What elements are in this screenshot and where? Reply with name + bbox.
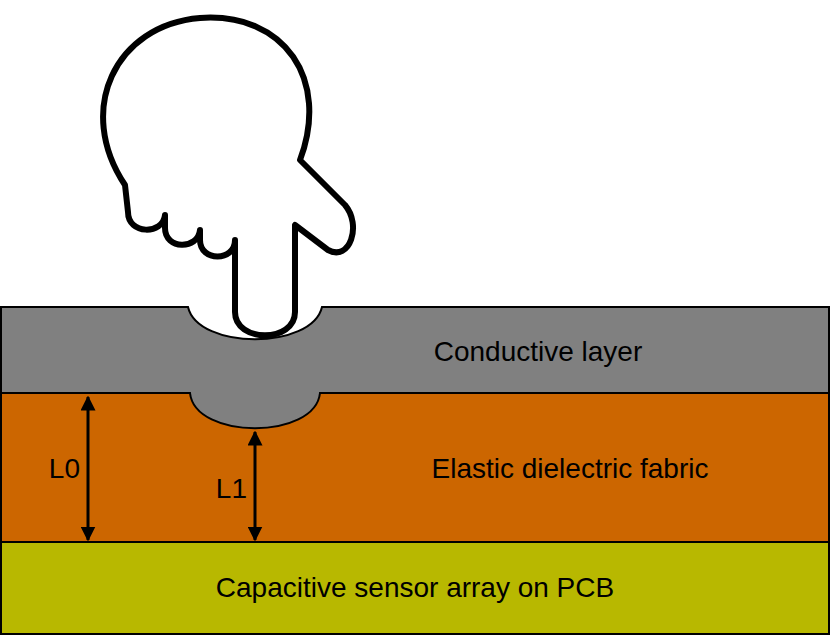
layer-label: Capacitive sensor array on PCB [216,571,614,605]
pointing-hand [103,18,353,336]
thickness-arrow [254,432,257,540]
dimension-label: L0 [49,452,80,486]
layer-label: Conductive layer [434,335,643,369]
dimension-label: L1 [216,472,247,506]
layer-label: Elastic dielectric fabric [432,452,709,486]
dielectric-band [1,393,829,542]
layer-band: Capacitive sensor array on PCB [216,571,614,605]
layer-band: Elastic dielectric fabric [432,452,709,486]
conductive-band [1,307,829,428]
thickness-arrow [87,397,90,540]
pcb-band [1,542,829,634]
layer-band: Conductive layer [434,335,643,369]
